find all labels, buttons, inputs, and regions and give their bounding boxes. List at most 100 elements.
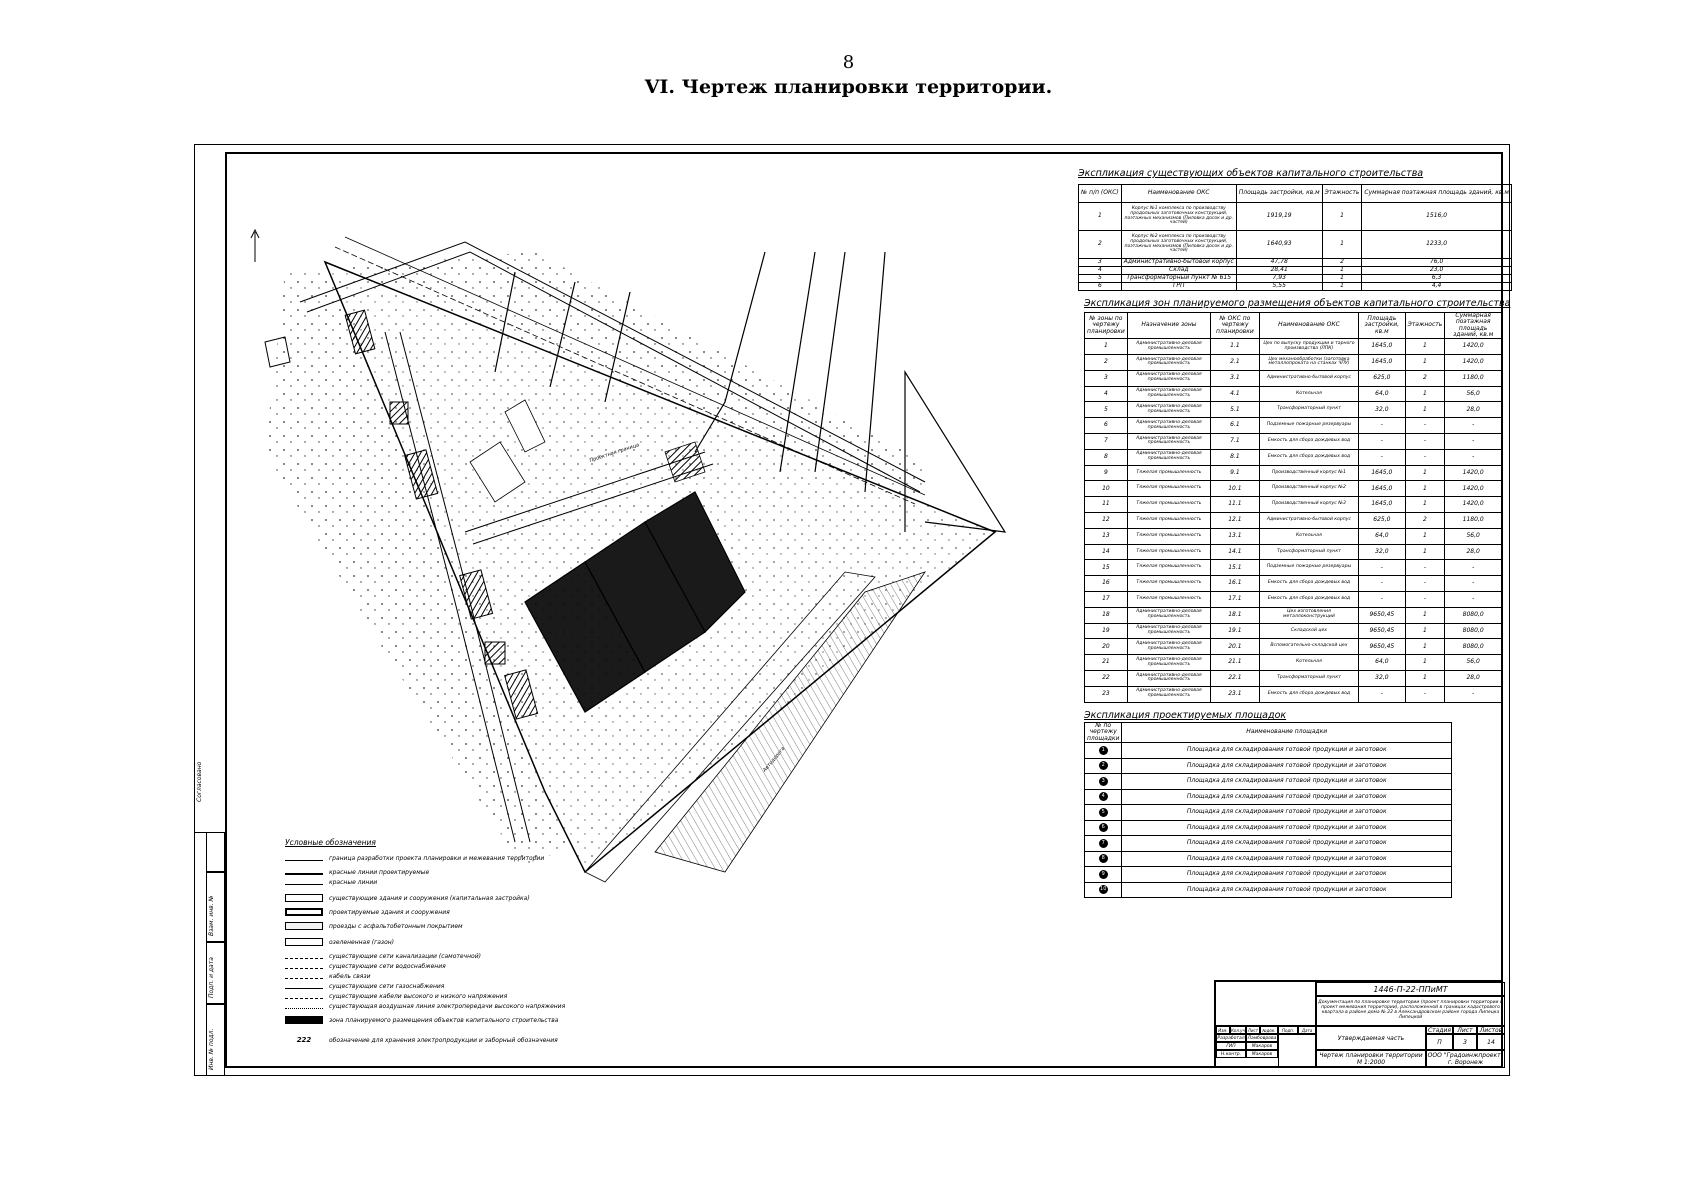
th: Назначение зоны [1126,311,1212,340]
cell: - [1358,417,1406,434]
cell: - [1358,432,1406,450]
legend-item: существующие сети канализации (самотечно… [285,951,585,961]
cell: Подземные пожарные резервуары [1258,559,1360,577]
cell: 1 [1321,202,1363,231]
power-cable-icon [285,994,323,999]
cell: 1 [1084,338,1128,355]
site-number-marker: 2 [1098,761,1108,771]
cell: 2 [1078,230,1122,259]
zones-table-caption: Экспликация зон планируемого размещения … [1084,298,1511,309]
cell: 23 [1084,685,1128,703]
cell: 23.1 [1210,685,1260,703]
cell: 5.1 [1210,401,1260,419]
water-line-icon [285,964,323,969]
cell: Административно-бытовой корпус [1120,258,1237,267]
cell: Площадка для складирования готовой проду… [1121,881,1452,898]
cell: 8 [1084,448,1128,466]
cell: 16 [1084,575,1128,592]
cell: 21.1 [1210,654,1260,671]
cell: Склад [1120,266,1237,275]
cell: 1645,0 [1358,496,1406,513]
cell: 9650,45 [1358,622,1406,640]
cell: 11.1 [1210,496,1260,513]
cell: 28,0 [1444,669,1502,687]
drawing-sheet [194,144,1510,1076]
cell: 1 [1404,527,1446,545]
legend: Условные обозначения граница разработки … [285,838,585,1045]
cell: 9650,45 [1358,606,1406,624]
cell: Цех по выпуску продукции и тарного произ… [1258,338,1360,355]
cell: 17 [1084,590,1128,608]
cell: 10.1 [1210,480,1260,498]
cell: 12 [1084,511,1128,529]
cell: Складской цех [1258,622,1360,640]
cell: 8080,0 [1444,638,1502,656]
cell: 64,0 [1358,385,1406,403]
cell: Трансформаторный пункт № 615 [1120,274,1237,283]
th: Наименование ОКС [1120,184,1237,203]
cell: 5 [1078,274,1122,283]
cell: - [1358,575,1406,592]
cell: Тяжелая промышленность [1126,590,1212,608]
cell: 4 [1083,788,1123,805]
site-plan-drawing: Проектная граница Автодорога [250,228,1007,883]
stamp-city: г. Воронеж [1447,1059,1484,1066]
cell: 8 [1083,850,1123,867]
cell: Вспомогательно-складской цех [1258,638,1360,656]
legend-item: проектируемые здания и сооружения [285,907,585,917]
th: № по чертежу площадки [1083,722,1123,743]
cell: Административно-бытовой корпус [1258,369,1360,387]
legend-item: существующие кабели высокого и низкого н… [285,991,585,1001]
cell: - [1404,559,1446,577]
cell: Трансформаторный пункт [1258,401,1360,419]
cell: 1 [1404,401,1446,419]
cell: 6 [1084,417,1128,434]
legend-item: красные линии [285,877,585,887]
cell: Производственный корпус №3 [1258,496,1360,513]
cell: Тяжелая промышленность [1126,559,1212,577]
cell: 1 [1321,266,1363,275]
cell: Площадка для складирования готовой проду… [1121,866,1452,883]
cell: 7 [1083,835,1123,852]
cell: 1 [1404,464,1446,482]
cell: Производственный корпус №2 [1258,480,1360,498]
cell: 22.1 [1210,669,1260,687]
site-number-marker: 9 [1098,869,1108,879]
cell: 625,0 [1358,511,1406,529]
stamp-part: Утверждаемая часть [1316,1026,1426,1050]
cell: 9 [1083,866,1123,883]
cell: 1640,93 [1235,230,1323,259]
cell: 1420,0 [1444,464,1502,482]
cell: Тяжелая промышленность [1126,575,1212,592]
site-number-marker: 10 [1098,885,1108,895]
cell: Котельная [1258,527,1360,545]
site-number-marker: 1 [1098,745,1108,755]
cell: Емкость для сбора дождевых вод [1258,575,1360,592]
legend-item: граница разработки проекта планировки и … [285,853,585,863]
cell: Производственный корпус №1 [1258,464,1360,482]
cell: 1645,0 [1358,464,1406,482]
cell: Трансформаторный пункт [1258,669,1360,687]
cell: 20.1 [1210,638,1260,656]
strip-label: Подп. и дата [208,957,215,998]
cell: Площадка для складирования готовой проду… [1121,757,1452,774]
cell: 15.1 [1210,559,1260,577]
strip-label: Взам. инв. № [208,895,215,936]
site-number-marker: 8 [1098,854,1108,864]
cell: 1 [1404,338,1446,355]
cell: - [1404,448,1446,466]
cell: 1 [1083,742,1123,759]
cell: Площадка для складирования готовой проду… [1121,804,1452,821]
